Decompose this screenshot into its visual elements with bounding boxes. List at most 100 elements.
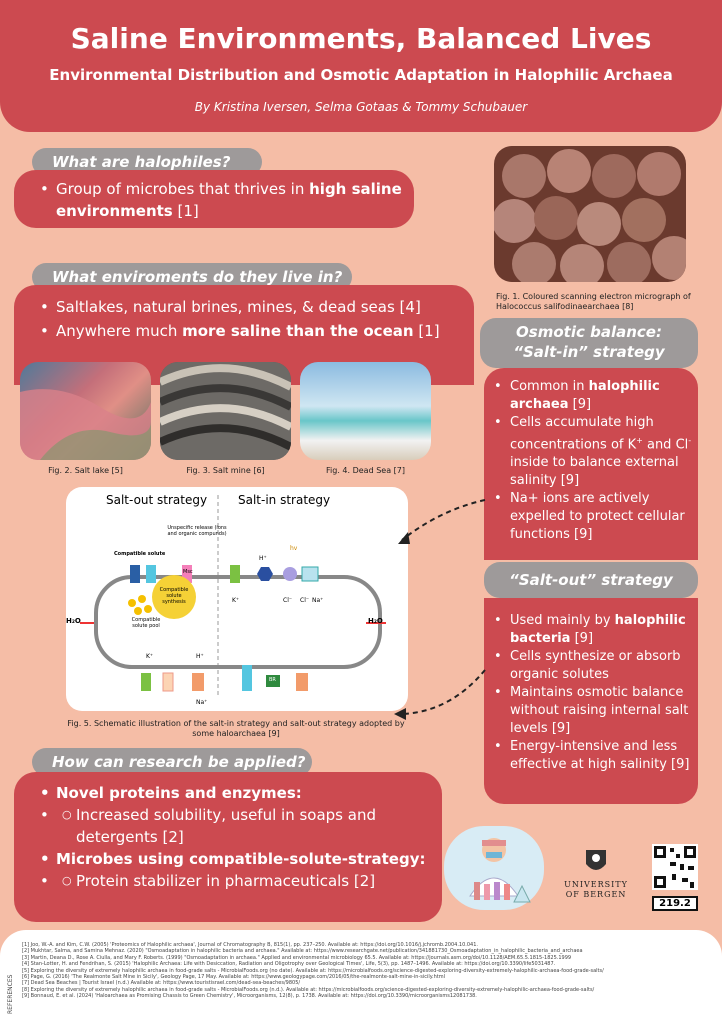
hv-label: hv bbox=[290, 545, 298, 552]
br-pump bbox=[266, 675, 280, 687]
transporter-orange-bottom-2 bbox=[296, 673, 308, 691]
references-list: [1] Joo, W.-A. and Kim, C.W. (2005) 'Pro… bbox=[22, 942, 718, 1000]
salt-mine-photo bbox=[160, 362, 291, 460]
fig5-caption: Fig. 5. Schematic illustration of the sa… bbox=[67, 719, 405, 738]
cl-label-2: Cl⁻ bbox=[300, 597, 310, 604]
list-item: Anywhere much more saline than the ocean… bbox=[34, 319, 474, 343]
msc-label: Msc bbox=[183, 569, 193, 575]
transporter-peach-bottom bbox=[162, 672, 174, 692]
qr-code-icon bbox=[652, 844, 698, 890]
reference-item: [7] Dead Sea Beaches | Tourist Israel (n… bbox=[22, 980, 301, 987]
list-item: Used mainly by halophilic bacteria [9] bbox=[488, 612, 693, 648]
reference-item: [3] Martin, Deana D., Rose A. Ciulla, an… bbox=[22, 954, 572, 961]
section-heading-research: How can research be applied? bbox=[32, 748, 312, 776]
university-line2: OF BERGEN bbox=[565, 890, 627, 899]
antiporter bbox=[301, 566, 319, 582]
synthesis-circle bbox=[152, 575, 196, 619]
reference-item: [4] Stan-Lotter, H. and Fendrihan, S. (2… bbox=[22, 961, 556, 968]
qr-block: 219.2 bbox=[652, 844, 698, 911]
list-item: Novel proteins and enzymes: bbox=[34, 782, 434, 804]
na-bottom-label: Na⁺ bbox=[196, 699, 208, 706]
h-label: H⁺ bbox=[259, 555, 267, 562]
list-halophiles: Group of microbes that thrives in high s… bbox=[34, 178, 404, 222]
fig4-caption: Fig. 4. Dead Sea [7] bbox=[326, 466, 405, 475]
scientist-illustration bbox=[444, 826, 544, 910]
msc-channel bbox=[182, 565, 192, 583]
salt-lake-image bbox=[20, 389, 151, 460]
panel-salt-out: Used mainly by halophilic bacteria [9] C… bbox=[484, 598, 698, 804]
k-bottom-label: K⁺ bbox=[146, 653, 154, 660]
dashed-arrows bbox=[394, 499, 486, 720]
reference-item: [2] Mukhtar, Salma, and Samina Mehnaz. (… bbox=[22, 948, 583, 955]
authors-line: By Kristina Iversen, Selma Gotaas & Tomm… bbox=[194, 100, 528, 114]
transporter-green bbox=[230, 565, 240, 583]
poster-subtitle: Environmental Distribution and Osmotic A… bbox=[49, 66, 673, 84]
pool-label: Compatible solute pool bbox=[131, 617, 161, 629]
references-label-box: REFERENCES bbox=[5, 942, 19, 1017]
list-item: Energy-intensive and less effective at h… bbox=[488, 738, 693, 774]
fig2-caption: Fig. 2. Salt lake [5] bbox=[48, 466, 123, 475]
panel-salt-in: Common in halophilic archaea [9] Cells a… bbox=[484, 368, 698, 560]
halorhodopsin bbox=[283, 567, 297, 581]
panel-research: Novel proteins and enzymes: Increased so… bbox=[14, 772, 442, 922]
salt-lake-photo bbox=[20, 362, 151, 460]
osmotic-heading-box: Osmotic balance: “Salt-in” strategy bbox=[480, 318, 698, 368]
h2o-right-label: H₂O bbox=[368, 617, 383, 625]
unspecific-label: Unspecific release (ions and organic com… bbox=[167, 525, 227, 537]
osmotic-heading-line1: Osmotic balance: bbox=[516, 323, 662, 341]
list-item: Saltlakes, natural brines, mines, & dead… bbox=[34, 295, 474, 319]
list-environments: Saltlakes, natural brines, mines, & dead… bbox=[34, 295, 474, 343]
list-item: Protein stabilizer in pharmaceuticals [2… bbox=[54, 870, 434, 892]
cl-label: Cl⁻ bbox=[283, 597, 293, 604]
micrograph-image bbox=[494, 149, 686, 282]
synthesis-label: Compatible solute synthesis bbox=[159, 587, 189, 605]
fig3-caption: Fig. 3. Salt mine [6] bbox=[186, 466, 265, 475]
references-label: REFERENCES bbox=[7, 974, 14, 1014]
diagram-graphic bbox=[80, 495, 386, 697]
k-label: K⁺ bbox=[232, 597, 240, 604]
compatible-solute-label: Compatible solute bbox=[114, 551, 166, 557]
salt-mine-image bbox=[160, 362, 291, 460]
poster-title: Saline Environments, Balanced Lives bbox=[70, 22, 652, 55]
university-line1: UNIVERSITY bbox=[564, 880, 628, 889]
transporter-cyan-bottom bbox=[242, 665, 252, 691]
reference-item: [5] Exploring the diversity of extremely… bbox=[22, 967, 604, 974]
transporter-orange-bottom bbox=[192, 673, 204, 691]
micrograph-photo bbox=[494, 146, 686, 282]
salt-out-heading: “Salt-out” strategy bbox=[484, 562, 698, 598]
list-item: Maintains osmotic balance without raisin… bbox=[488, 684, 693, 738]
panel-halophiles: Group of microbes that thrives in high s… bbox=[14, 170, 414, 228]
h2o-left-label: H₂O bbox=[66, 617, 81, 625]
fig1-caption: Fig. 1. Coloured scanning electron micro… bbox=[496, 292, 691, 311]
transporter-cyan bbox=[146, 565, 156, 583]
university-logo: UNIVERSITY OF BERGEN bbox=[560, 846, 632, 906]
reference-item: [8] Exploring the diversity of extremely… bbox=[22, 986, 595, 993]
h-bottom-label: H⁺ bbox=[196, 653, 204, 660]
na-label: Na⁺ bbox=[312, 597, 324, 604]
reference-item: [9] Bonnaud, E. et al. (2024) 'Haloarcha… bbox=[22, 993, 477, 1000]
list-item: Na+ ions are actively expelled to protec… bbox=[488, 490, 693, 544]
header-banner: Saline Environments, Balanced Lives Envi… bbox=[0, 0, 722, 132]
list-salt-out: Used mainly by halophilic bacteria [9] C… bbox=[488, 612, 693, 774]
scientist-icon bbox=[469, 838, 531, 903]
reference-item: [6] Page, G. (2016) 'The Realmonte Salt … bbox=[22, 974, 445, 981]
poster-code: 219.2 bbox=[652, 896, 698, 911]
references-panel bbox=[0, 930, 722, 1024]
transporter-green-bottom bbox=[141, 673, 151, 691]
strategy-diagram: Salt-out strategy Salt-in strategy Unspe… bbox=[66, 487, 408, 711]
list-item: Group of microbes that thrives in high s… bbox=[34, 178, 404, 222]
university-seal-icon bbox=[586, 850, 606, 870]
list-item: Cells synthesize or absorb organic solut… bbox=[488, 648, 693, 684]
list-research: Novel proteins and enzymes: Increased so… bbox=[34, 782, 434, 892]
reference-item: [1] Joo, W.-A. and Kim, C.W. (2005) 'Pro… bbox=[22, 942, 479, 948]
salt-in-diagram-title: Salt-in strategy bbox=[238, 493, 331, 507]
hexagon-pump bbox=[257, 567, 273, 581]
list-item: Cells accumulate high concentrations of … bbox=[488, 414, 693, 490]
dead-sea-photo bbox=[300, 362, 431, 460]
list-item: Increased solubility, useful in soaps an… bbox=[54, 804, 434, 848]
transporter-blue bbox=[130, 565, 140, 583]
osmotic-heading-line2: “Salt-in” strategy bbox=[513, 343, 665, 361]
list-salt-in: Common in halophilic archaea [9] Cells a… bbox=[488, 378, 693, 544]
br-label: BR bbox=[269, 677, 276, 683]
list-item: Microbes using compatible-solute-strateg… bbox=[34, 848, 434, 870]
